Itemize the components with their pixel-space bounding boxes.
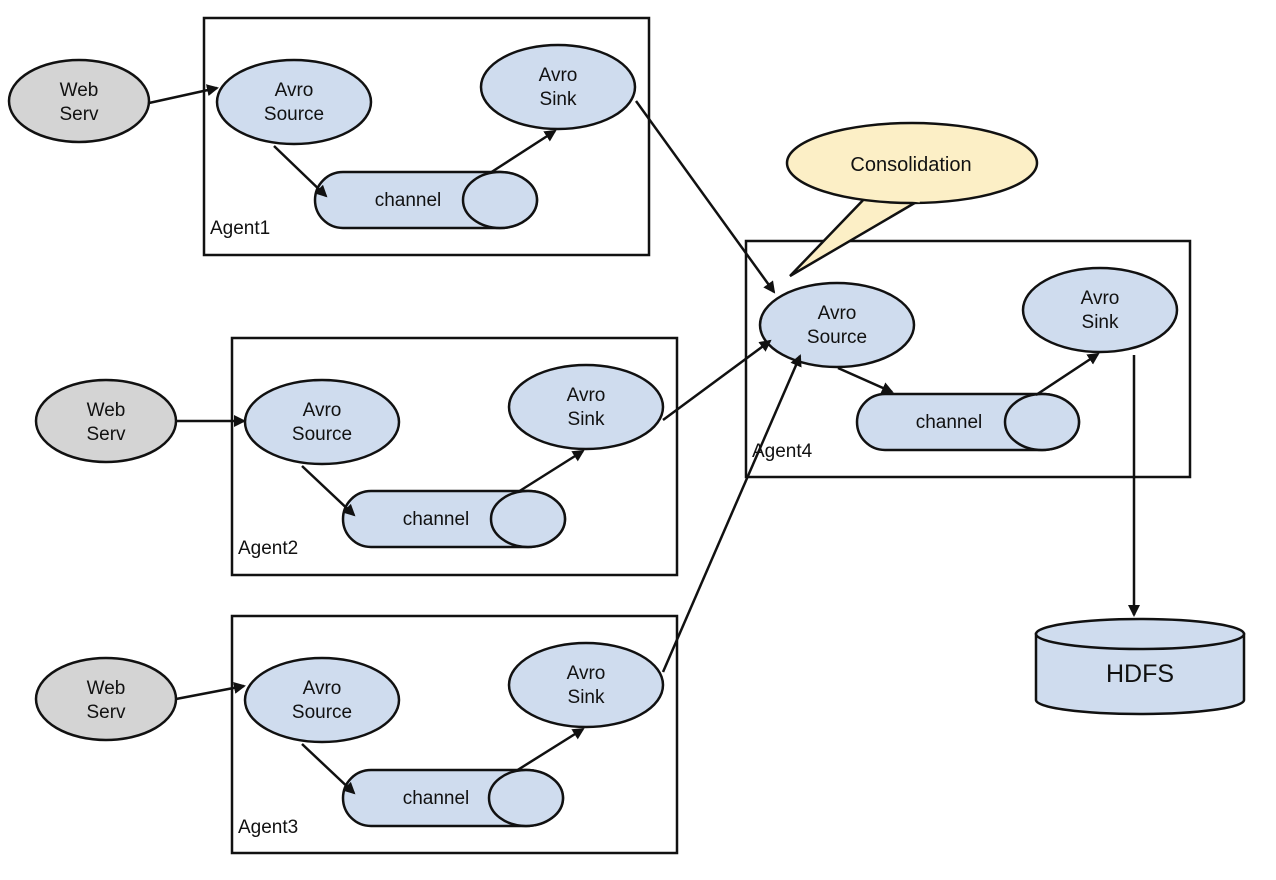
agent3-avro-sink-node: Avro Sink <box>507 641 665 729</box>
agent1-group: Agent1 Web Serv Avro Source Avro Sink ch… <box>7 16 651 257</box>
edge-sink3-to-source4 <box>661 354 802 673</box>
edge-source4-to-channel4 <box>837 366 894 394</box>
agent1-channel-label: channel <box>375 190 442 211</box>
agent2-source-line1: Avro <box>303 400 342 421</box>
agent1-source-line2: Source <box>264 104 324 125</box>
edge-source3-to-channel3 <box>301 743 356 795</box>
agent4-channel-node: channel <box>855 392 1081 452</box>
agent2-sink-line2: Sink <box>568 409 605 430</box>
agent1-webserv-line1: Web <box>60 80 99 101</box>
edge-source2-to-channel2 <box>301 465 356 517</box>
agent2-source-line2: Source <box>292 424 352 445</box>
agent4-sink-line2: Sink <box>1082 312 1119 333</box>
agent1-source-line1: Avro <box>275 80 314 101</box>
edge-sink1-to-source4 <box>634 100 776 294</box>
agent2-channel-label: channel <box>403 509 470 530</box>
callout-bubble <box>785 121 1039 205</box>
agent3-avro-source-node: Avro Source <box>243 656 401 744</box>
agent4-avro-source-node: Avro Source <box>758 281 916 369</box>
agent2-label: Agent2 <box>238 538 298 559</box>
agent2-avro-sink-node: Avro Sink <box>507 363 665 451</box>
agent3-label: Agent3 <box>238 817 298 838</box>
agent2-sink-line1: Avro <box>567 385 606 406</box>
agent4-channel-label: channel <box>916 412 983 433</box>
agent4-avro-sink-node: Avro Sink <box>1021 266 1179 354</box>
hdfs-label: HDFS <box>1106 660 1174 688</box>
agent3-webserv-line2: Serv <box>86 702 126 723</box>
agent1-label: Agent1 <box>210 218 270 239</box>
agent2-webserv-line2: Serv <box>86 424 126 445</box>
agent1-sink-line1: Avro <box>539 65 578 86</box>
agent4-source-line1: Avro <box>818 303 857 324</box>
edge-webserv1-to-source1 <box>148 84 219 105</box>
agent4-group: Agent4 Avro Source Avro Sink channel <box>744 239 1192 479</box>
agent3-webserv-node: Web Serv <box>34 656 178 742</box>
edge-sink2-to-source4 <box>662 339 772 422</box>
agent1-avro-sink-node: Avro Sink <box>479 43 637 131</box>
agent2-avro-source-node: Avro Source <box>243 378 401 466</box>
agent1-webserv-node: Web Serv <box>7 58 151 144</box>
agent2-channel-node: channel <box>341 489 567 549</box>
agent3-group: Agent3 Web Serv Avro Source Avro Sink ch… <box>34 614 679 855</box>
agent2-group: Agent2 Web Serv Avro Source Avro Sink ch… <box>34 336 679 577</box>
agent3-webserv-line1: Web <box>87 678 126 699</box>
edge-channel1-to-sink1 <box>489 129 557 175</box>
edge-webserv3-to-source3 <box>175 681 246 701</box>
edge-channel3-to-sink3 <box>515 727 585 773</box>
agent3-sink-line2: Sink <box>568 687 605 708</box>
agent3-channel-node: channel <box>341 768 565 828</box>
hdfs-storage-node: HDFS <box>1034 617 1246 716</box>
agent1-webserv-line2: Serv <box>59 104 99 125</box>
agent1-sink-line2: Sink <box>540 89 577 110</box>
agent4-source-line2: Source <box>807 327 867 348</box>
agent3-source-line1: Avro <box>303 678 342 699</box>
callout-seam <box>865 190 921 203</box>
agent3-channel-label: channel <box>403 788 470 809</box>
agent4-label: Agent4 <box>752 441 813 462</box>
agent1-avro-source-node: Avro Source <box>215 58 373 146</box>
agent3-sink-line1: Avro <box>567 663 606 684</box>
agent4-sink-line1: Avro <box>1081 288 1120 309</box>
edge-channel4-to-sink4 <box>1035 352 1100 397</box>
agent3-source-line2: Source <box>292 702 352 723</box>
edge-source1-to-channel1 <box>273 145 328 198</box>
agent2-webserv-line1: Web <box>87 400 126 421</box>
callout-text: Consolidation <box>850 154 971 176</box>
agent1-channel-node: channel <box>313 170 539 230</box>
consolidation-callout: Consolidation <box>785 121 1039 278</box>
agent2-webserv-node: Web Serv <box>34 378 178 464</box>
edge-channel2-to-sink2 <box>517 449 585 494</box>
